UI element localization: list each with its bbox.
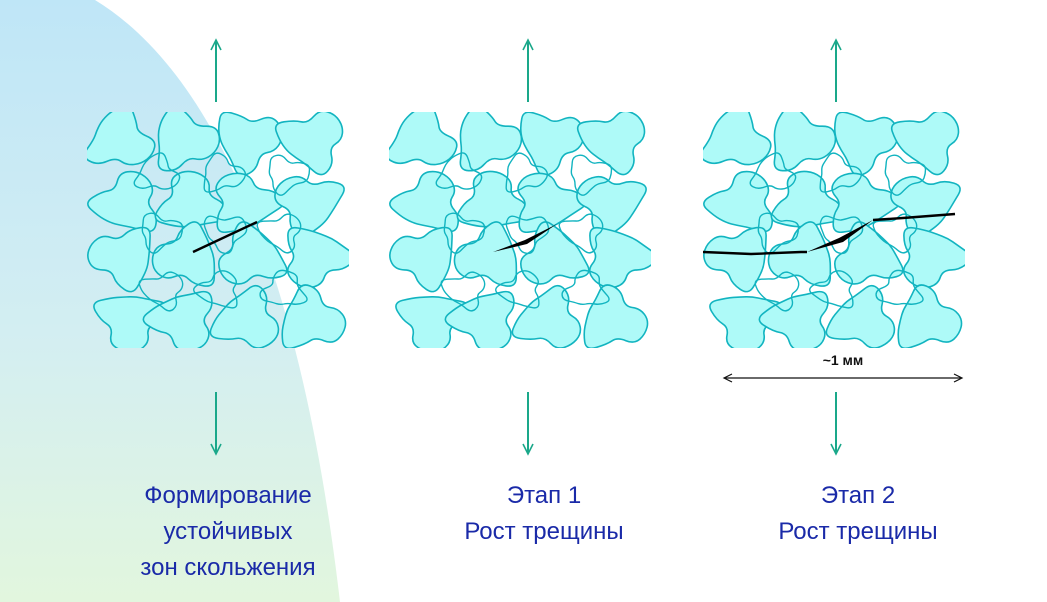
grain [588,226,651,289]
caption-stage-2: Этап 2 Рост трещины [708,478,1008,550]
grain [154,170,229,228]
grain-boundary [505,152,549,193]
grain [389,170,460,233]
grain [389,112,458,166]
grain-boundary [133,152,181,190]
grain [897,284,963,348]
grain [825,284,896,348]
grain-structure-1 [87,112,349,348]
grain-boundary [141,212,184,254]
grain [453,221,518,287]
tension-arrow-up-2 [522,38,534,102]
tension-arrow-up-1 [210,38,222,102]
grain [831,172,901,234]
grain [703,112,772,166]
grain [157,112,221,172]
grain [87,170,158,233]
grain [456,170,531,228]
grain [890,175,961,239]
grain [274,175,345,239]
crack-extension-right [872,212,956,222]
grain [576,112,646,176]
grain [902,226,965,289]
caption-slip-zones: Формирование устойчивых зон скольжения [78,478,378,586]
grain-boundary [819,152,863,193]
grain-boundary [757,212,800,254]
caption-line: Этап 2 [820,482,896,509]
grain [87,226,151,293]
caption-line: Рост трещины [464,518,624,545]
grain-boundary [561,269,610,306]
grain-boundary [505,215,550,255]
grain-boundary [138,271,184,312]
grain [709,295,784,348]
grain [511,284,582,348]
grain [87,112,156,166]
grain [274,112,344,176]
grain [773,112,837,172]
scale-label: ~1 мм [822,352,864,368]
grain-boundary [749,152,797,190]
grain-boundary [193,270,238,309]
crack-extension-left [703,250,807,256]
grain-boundary [435,152,483,190]
grain [519,112,585,177]
grain [576,175,647,239]
caption-line: Этап 1 [506,482,582,509]
tension-arrow-down-3 [830,392,842,456]
grain [151,221,216,287]
grain-boundary [570,154,613,196]
tension-arrow-up-3 [830,38,842,102]
grain [281,284,347,348]
grain-boundary [259,269,308,306]
grain-boundary [558,213,604,254]
grain [770,170,845,228]
grain-boundary [443,212,486,254]
scale-bar: ~1 мм [722,352,964,388]
grain [703,170,774,233]
tension-arrow-down-1 [210,392,222,456]
grain-boundary [884,154,927,196]
grain-boundary [203,152,247,193]
grain [517,172,587,234]
grain-boundary [754,271,800,312]
caption-line: устойчивых [163,518,293,545]
slip-line [192,220,258,254]
tension-arrow-down-2 [522,392,534,456]
caption-line: Формирование [144,482,312,509]
grain-boundary [809,270,854,309]
grain [833,112,899,177]
grain [583,284,649,348]
grain-boundary [440,271,486,312]
caption-stage-1: Этап 1 Рост трещины [394,478,694,550]
grain [389,226,453,293]
grain [209,284,280,348]
grain-boundary [872,213,918,254]
scale-arrow [722,373,964,383]
caption-line: Рост трещины [778,518,938,545]
grain-boundary [495,270,540,309]
grain [767,221,832,287]
grain [215,172,285,234]
grain-structure-3 [703,112,965,348]
grain [217,112,283,177]
caption-line: зон скольжения [140,554,316,581]
grain-boundary [875,269,924,306]
grain [93,295,168,348]
grain [890,112,960,176]
grain-boundary [203,215,248,255]
grain-boundary [819,215,864,255]
grain [395,295,470,348]
grain [703,226,767,293]
grain-boundary [256,213,302,254]
grain [286,226,349,289]
grain-boundary [268,154,311,196]
grain-structure-2 [389,112,651,348]
grain [459,112,523,172]
